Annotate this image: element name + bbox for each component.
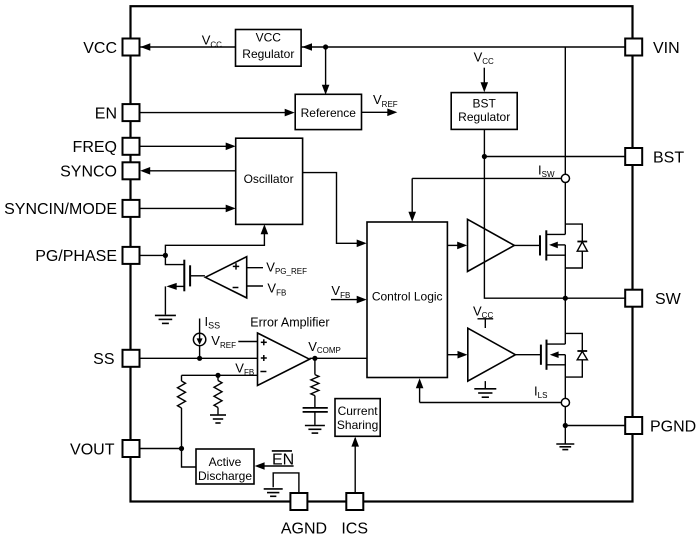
svg-text:VCC: VCC: [474, 49, 494, 66]
svg-text:VCC: VCC: [202, 33, 222, 50]
svg-text:VPG_REF: VPG_REF: [266, 260, 307, 277]
svg-text:EN: EN: [95, 105, 117, 122]
svg-text:BST: BST: [473, 97, 497, 111]
svg-text:VIN: VIN: [653, 40, 680, 57]
svg-text:SS: SS: [93, 351, 114, 368]
svg-text:PGND: PGND: [650, 418, 696, 435]
svg-text:VFB: VFB: [267, 281, 286, 298]
svg-text:EN: EN: [272, 451, 294, 468]
svg-text:Regulator: Regulator: [458, 110, 510, 124]
svg-text:VFB: VFB: [235, 361, 254, 377]
svg-text:Error Amplifier: Error Amplifier: [250, 315, 329, 329]
svg-text:SW: SW: [655, 291, 682, 308]
svg-text:VCOMP: VCOMP: [308, 339, 341, 355]
svg-text:ILS: ILS: [534, 384, 547, 400]
svg-text:VCC: VCC: [256, 30, 282, 44]
svg-text:Discharge: Discharge: [198, 469, 252, 483]
svg-text:ICS: ICS: [341, 521, 368, 535]
svg-text:VOUT: VOUT: [70, 441, 115, 458]
svg-text:VCC: VCC: [473, 304, 493, 321]
svg-text:SYNCO: SYNCO: [60, 164, 117, 181]
svg-text:AGND: AGND: [281, 521, 327, 535]
svg-text:FREQ: FREQ: [73, 139, 117, 156]
svg-text:Active: Active: [209, 455, 242, 469]
svg-text:Control Logic: Control Logic: [372, 289, 443, 303]
svg-text:VREF: VREF: [373, 92, 398, 109]
svg-text:PG/PHASE: PG/PHASE: [35, 248, 117, 265]
svg-text:SYNCIN/MODE: SYNCIN/MODE: [4, 201, 117, 218]
svg-text:ISS: ISS: [205, 314, 221, 331]
svg-text:Oscillator: Oscillator: [244, 172, 294, 186]
svg-text:Sharing: Sharing: [337, 418, 378, 432]
svg-text:Reference: Reference: [301, 106, 357, 120]
svg-text:Regulator: Regulator: [242, 47, 294, 61]
svg-text:BST: BST: [653, 149, 684, 166]
svg-text:VCC: VCC: [83, 40, 117, 57]
svg-text:VFB: VFB: [331, 283, 350, 300]
svg-text:VREF: VREF: [211, 333, 236, 350]
svg-text:ISW: ISW: [538, 163, 555, 179]
svg-text:Current: Current: [338, 404, 379, 418]
